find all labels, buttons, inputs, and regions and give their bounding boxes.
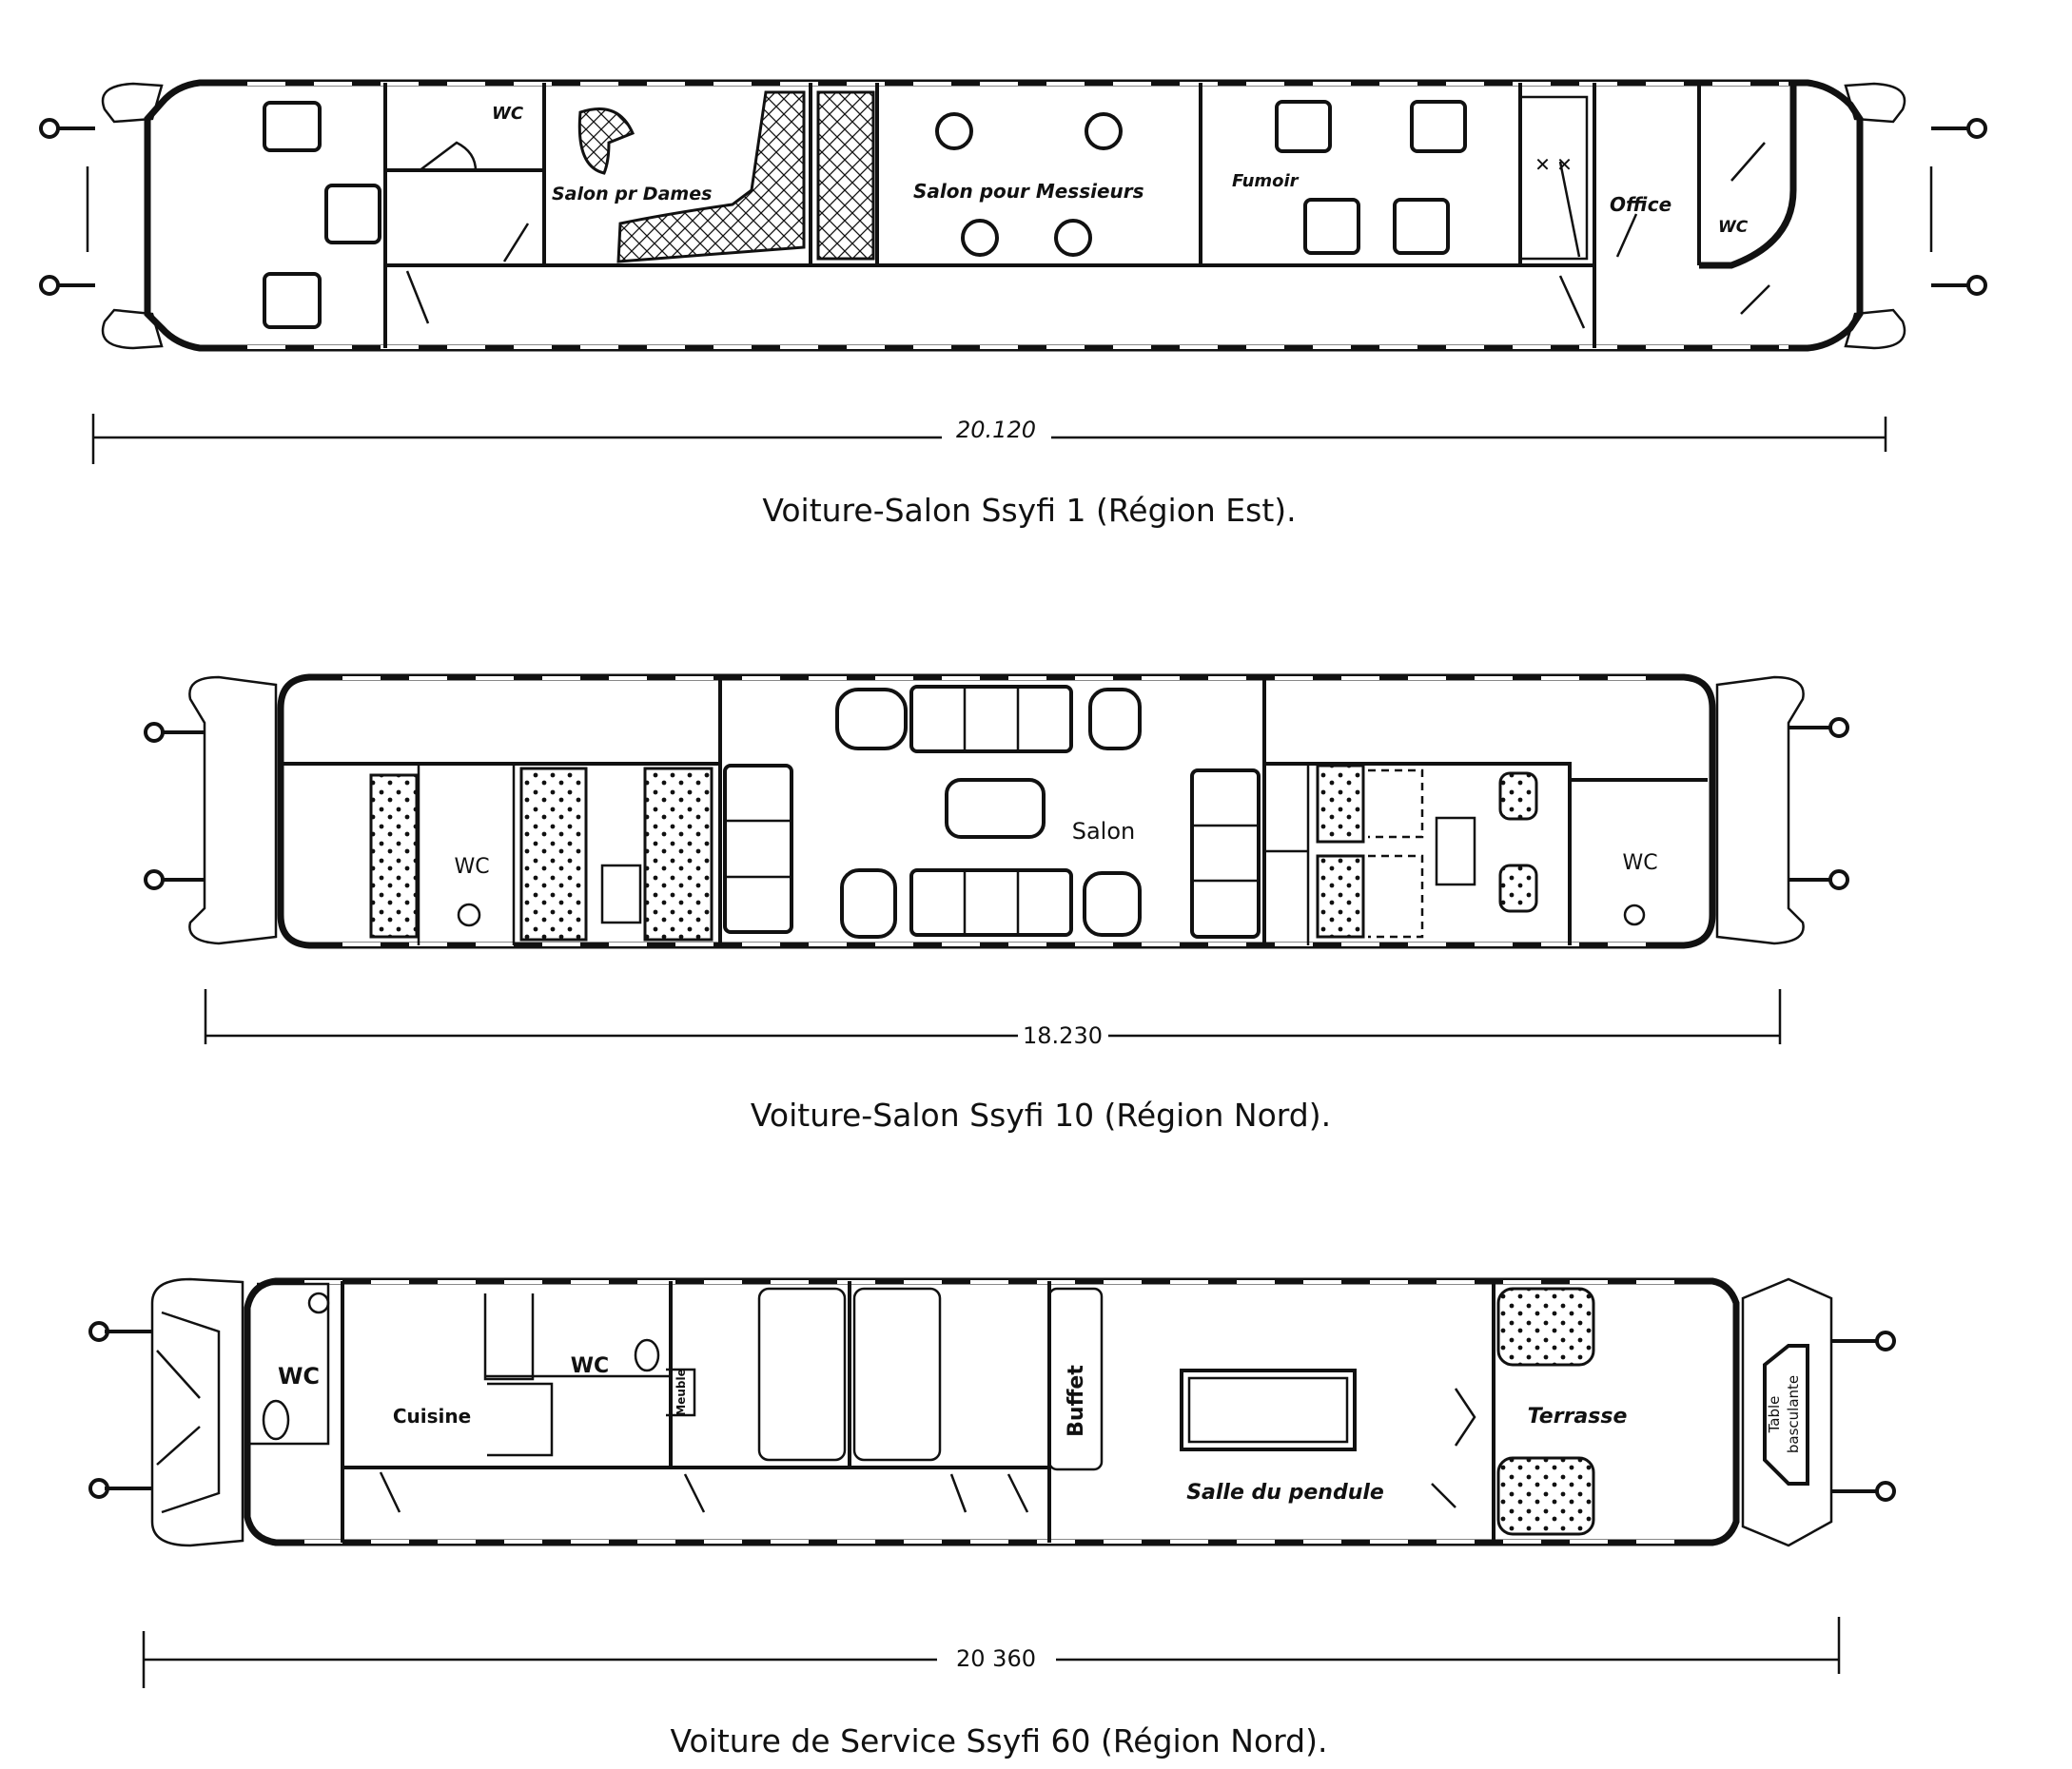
dimension-length: 20 360 <box>956 1645 1036 1672</box>
label-basculante: basculante <box>1785 1375 1802 1453</box>
label-cuisine: Cuisine <box>393 1405 471 1428</box>
round-chair <box>577 107 635 175</box>
round-chairs <box>935 112 1123 257</box>
end-gangway-left <box>188 675 278 945</box>
pendulum-table <box>1180 1369 1357 1451</box>
end-gangway-left <box>101 82 164 350</box>
label-meuble: Meuble <box>674 1369 688 1415</box>
car-body-outline <box>244 1277 1740 1546</box>
end-gangway-right <box>1844 82 1906 350</box>
label-wc: WC <box>492 104 524 124</box>
end-platform-right <box>1741 1277 1833 1547</box>
label-table: Table <box>1766 1396 1783 1434</box>
label-wc: WC <box>278 1363 320 1390</box>
label-terrasse: Terrasse <box>1528 1405 1628 1429</box>
dimension-line <box>204 989 1782 1044</box>
seat-marks: ✕ ✕ <box>1534 153 1573 176</box>
caption: Voiture de Service Ssyfi 60 (Région Nord… <box>671 1722 1328 1759</box>
label-salon-messieurs: Salon pour Messieurs <box>913 180 1144 203</box>
caption: Voiture-Salon Ssyfi 1 (Région Est). <box>762 492 1296 529</box>
end-gangway-right <box>1715 675 1805 945</box>
terrace-bench <box>1496 1456 1595 1536</box>
label-salon: Salon <box>1072 818 1136 845</box>
label-buffet: Buffet <box>1065 1365 1088 1437</box>
tilting-table <box>1763 1344 1809 1486</box>
car-ssyfi-1: ✕ ✕ WC Salon pr Dames Salon pour Messieu… <box>39 79 1987 529</box>
corner-sofa <box>616 90 806 263</box>
end-vestibule-left <box>150 1277 244 1547</box>
buffers <box>162 726 1831 882</box>
label-wc-mid: WC <box>571 1354 609 1378</box>
partition-screen <box>816 90 875 261</box>
caption: Voiture-Salon Ssyfi 10 (Région Nord). <box>751 1097 1331 1134</box>
label-wc: WC <box>454 855 489 879</box>
label-wc-right: WC <box>1622 851 1657 875</box>
label-office: Office <box>1610 193 1671 216</box>
label-fumoir: Fumoir <box>1232 171 1300 191</box>
buffers <box>57 126 1969 287</box>
label-salle-du-pendule: Salle du pendule <box>1186 1481 1384 1505</box>
car-ssyfi-60: WC Cuisine WC Meuble Buffet Salle du pen… <box>88 1277 1896 1759</box>
label-wc-right: WC <box>1718 218 1749 237</box>
terrace-bench <box>1496 1287 1595 1367</box>
car-body-outline <box>277 673 1716 949</box>
bench <box>1518 95 1589 261</box>
salon-table <box>945 778 1046 839</box>
label-salon-dames: Salon pr Dames <box>552 184 712 204</box>
car-body-outline <box>144 79 1864 352</box>
salon-seating <box>723 685 1261 939</box>
armchairs <box>263 100 1467 329</box>
buffers <box>105 1330 1879 1493</box>
dimension-length: 18.230 <box>1023 1022 1103 1049</box>
dimension-length: 20.120 <box>956 417 1036 443</box>
car-ssyfi-10: WC Salon WC 18.230 Voiture-Salon Ssyfi 1… <box>144 673 1849 1134</box>
